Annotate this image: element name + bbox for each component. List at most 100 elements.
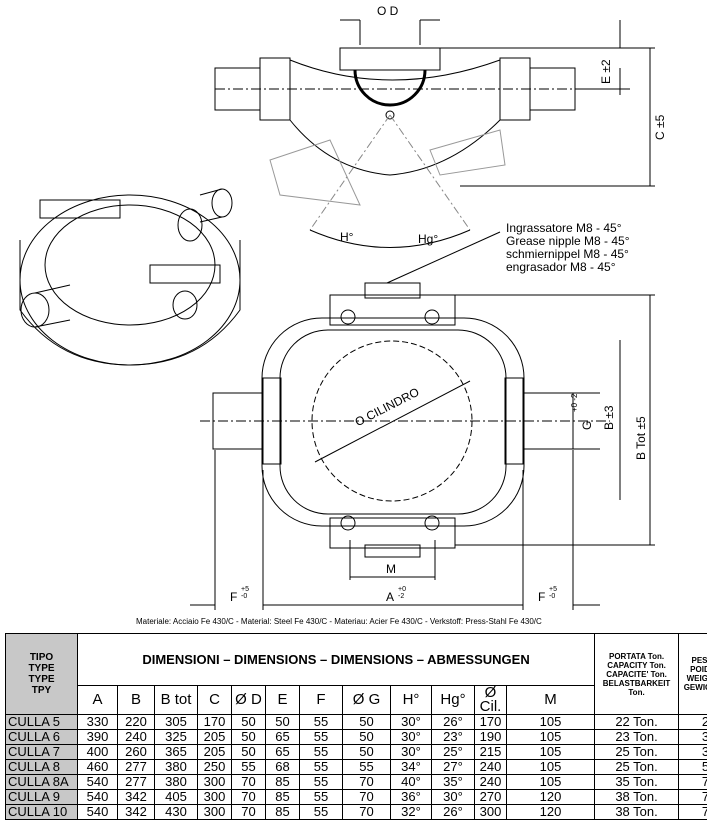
dim-e: E ±2 — [599, 59, 613, 84]
value-cell: 38 Ton. — [594, 789, 680, 805]
value-cell: 55 — [299, 744, 343, 760]
value-cell: 85 — [265, 774, 300, 790]
value-cell: 170 — [197, 714, 232, 730]
type-cell: CULLA 7 — [5, 744, 78, 760]
value-cell: 300 — [197, 789, 232, 805]
value-cell: 30° — [390, 714, 432, 730]
value-cell: 23° — [431, 729, 475, 745]
value-cell: 240 — [117, 729, 155, 745]
value-cell: 380 — [154, 759, 198, 775]
value-cell: 390 — [77, 729, 118, 745]
value-cell: 25 Ton. — [594, 759, 680, 775]
column-header: B — [117, 685, 155, 715]
value-cell: 77 — [678, 804, 707, 820]
grease-it: Ingrassatore M8 - 45° — [506, 221, 622, 235]
value-cell: 325 — [154, 729, 198, 745]
dim-f-left-tol: +5 -0 — [241, 586, 249, 600]
value-cell: 260 — [117, 744, 155, 760]
value-cell: 270 — [474, 789, 507, 805]
value-cell: 27° — [431, 759, 475, 775]
column-header: H° — [390, 685, 432, 715]
value-cell: 300 — [197, 774, 232, 790]
dim-btot: B Tot ±5 — [634, 416, 648, 460]
value-cell: 205 — [197, 744, 232, 760]
value-cell: 30° — [431, 789, 475, 805]
type-cell: CULLA 8 — [5, 759, 78, 775]
type-cell: CULLA 9 — [5, 789, 78, 805]
value-cell: 85 — [265, 789, 300, 805]
value-cell: 55 — [231, 759, 266, 775]
value-cell: 50 — [265, 714, 300, 730]
column-header: E — [265, 685, 300, 715]
angle-hg: Hg° — [418, 232, 439, 246]
dim-g: G — [580, 420, 594, 430]
value-cell: 55 — [342, 759, 391, 775]
value-cell: 70 — [231, 804, 266, 820]
value-cell: 70 — [342, 789, 391, 805]
column-header: F — [299, 685, 343, 715]
value-cell: 70 — [231, 774, 266, 790]
value-cell: 50 — [342, 729, 391, 745]
column-header: Ø D — [231, 685, 266, 715]
grease-es: engrasador M8 - 45° — [506, 260, 616, 274]
value-cell: 277 — [117, 774, 155, 790]
value-cell: 400 — [77, 744, 118, 760]
plan-view — [190, 231, 655, 610]
value-cell: 105 — [505, 744, 596, 760]
value-cell: 65 — [265, 729, 300, 745]
value-cell: 50 — [231, 714, 266, 730]
value-cell: 65 — [265, 744, 300, 760]
value-cell: 240 — [474, 759, 507, 775]
type-cell: CULLA 6 — [5, 729, 78, 745]
type-cell: CULLA 5 — [5, 714, 78, 730]
value-cell: 55 — [299, 774, 343, 790]
value-cell: 38 Ton. — [594, 804, 680, 820]
grease-en: Grease nipple M8 - 45° — [506, 234, 630, 248]
value-cell: 380 — [154, 774, 198, 790]
value-cell: 105 — [505, 759, 596, 775]
dim-a: A — [386, 590, 395, 604]
value-cell: 25 Ton. — [594, 744, 680, 760]
value-cell: 35 Ton. — [594, 774, 680, 790]
value-cell: 55 — [299, 729, 343, 745]
value-cell: 342 — [117, 789, 155, 805]
dim-od: O D — [377, 4, 399, 18]
angle-h: H° — [340, 230, 354, 244]
value-cell: 85 — [265, 804, 300, 820]
value-cell: 32° — [390, 804, 432, 820]
dim-b: B ±3 — [602, 405, 616, 430]
value-cell: 330 — [77, 714, 118, 730]
value-cell: 70 — [342, 774, 391, 790]
value-cell: 22 — [678, 714, 707, 730]
technical-drawing — [19, 19, 655, 610]
dimensions-header: DIMENSIONI – DIMENSIONS – DIMENSIONS – A… — [76, 633, 596, 686]
dim-c: C ±5 — [653, 114, 667, 140]
dim-a-tol: +0 -2 — [398, 586, 406, 600]
material-note: Materiale: Acciaio Fe 430/C - Material: … — [136, 617, 542, 626]
side-view — [214, 19, 655, 248]
column-header: Ø G — [342, 685, 391, 715]
column-header: A — [77, 685, 118, 715]
value-cell: 70 — [342, 804, 391, 820]
type-cell: CULLA 8A — [5, 774, 78, 790]
value-cell: 25° — [431, 744, 475, 760]
column-header: Ø Cil. — [474, 685, 507, 715]
value-cell: 305 — [154, 714, 198, 730]
value-cell: 105 — [505, 774, 596, 790]
value-cell: 430 — [154, 804, 198, 820]
weight-header: PESO KgPOIDS KgWEIGHT KgGEWICHT Kg — [678, 633, 707, 715]
value-cell: 50 — [231, 729, 266, 745]
value-cell: 55 — [299, 759, 343, 775]
grease-nipple-note: Ingrassatore M8 - 45° Grease nipple M8 -… — [506, 222, 630, 274]
value-cell: 40° — [390, 774, 432, 790]
type-cell: CULLA 10 — [5, 804, 78, 820]
value-cell: 300 — [474, 804, 507, 820]
value-cell: 220 — [117, 714, 155, 730]
